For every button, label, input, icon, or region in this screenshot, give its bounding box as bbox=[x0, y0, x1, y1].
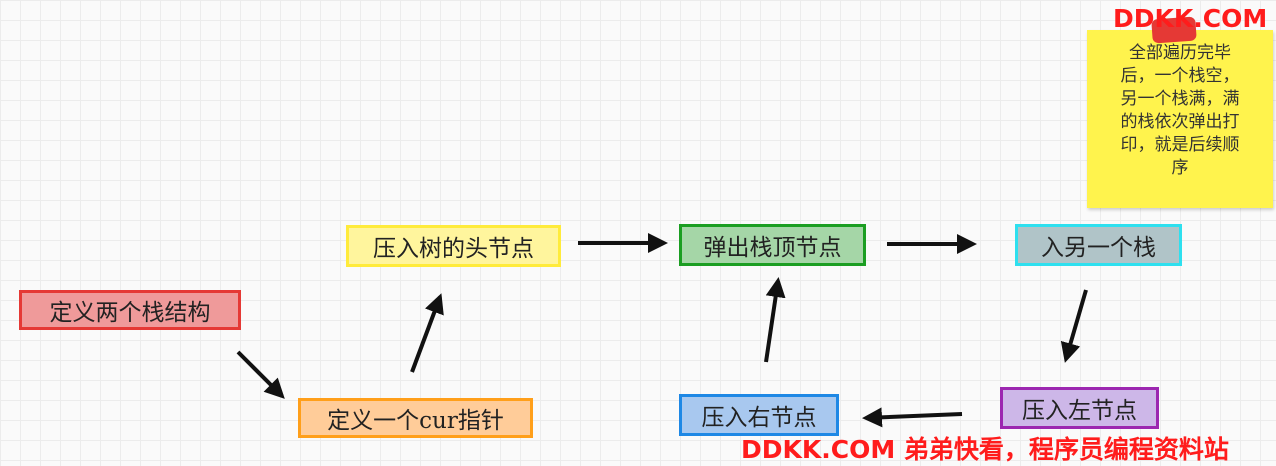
arrow-n5-n6 bbox=[1060, 289, 1088, 363]
node-push-other-stack: 入另一个栈 bbox=[1015, 224, 1182, 266]
node-push-tree-head: 压入树的头节点 bbox=[346, 225, 561, 267]
note-line: 后，一个栈空， bbox=[1120, 66, 1240, 86]
node-pop-stack-top: 弹出栈顶节点 bbox=[679, 224, 866, 266]
note-line: 另一个栈满，满 bbox=[1120, 89, 1240, 109]
node-define-two-stacks: 定义两个栈结构 bbox=[19, 290, 241, 330]
note-line: 印，就是后续顺 bbox=[1120, 135, 1240, 155]
arrow-n6-n7 bbox=[862, 407, 963, 428]
note-line: 序 bbox=[1171, 158, 1189, 178]
node-define-cur-pointer: 定义一个cur指针 bbox=[298, 398, 533, 438]
note-line: 的栈依次弹出打 bbox=[1120, 112, 1240, 132]
arrow-n2-n3 bbox=[410, 293, 444, 373]
note-line: 全部遍历完毕 bbox=[1129, 43, 1231, 63]
node-push-left-child: 压入左节点 bbox=[1000, 387, 1159, 429]
sticky-note: 全部遍历完毕 后，一个栈空， 另一个栈满，满 的栈依次弹出打 印，就是后续顺 序 bbox=[1087, 30, 1273, 208]
site-logo: DDKK.COM bbox=[1113, 4, 1268, 33]
watermark-text: DDKK.COM 弟弟快看，程序员编程资料站 bbox=[741, 435, 1229, 464]
arrow-n7-n4 bbox=[764, 277, 786, 363]
arrow-n1-n2 bbox=[236, 350, 285, 399]
node-push-right-child: 压入右节点 bbox=[679, 394, 839, 436]
